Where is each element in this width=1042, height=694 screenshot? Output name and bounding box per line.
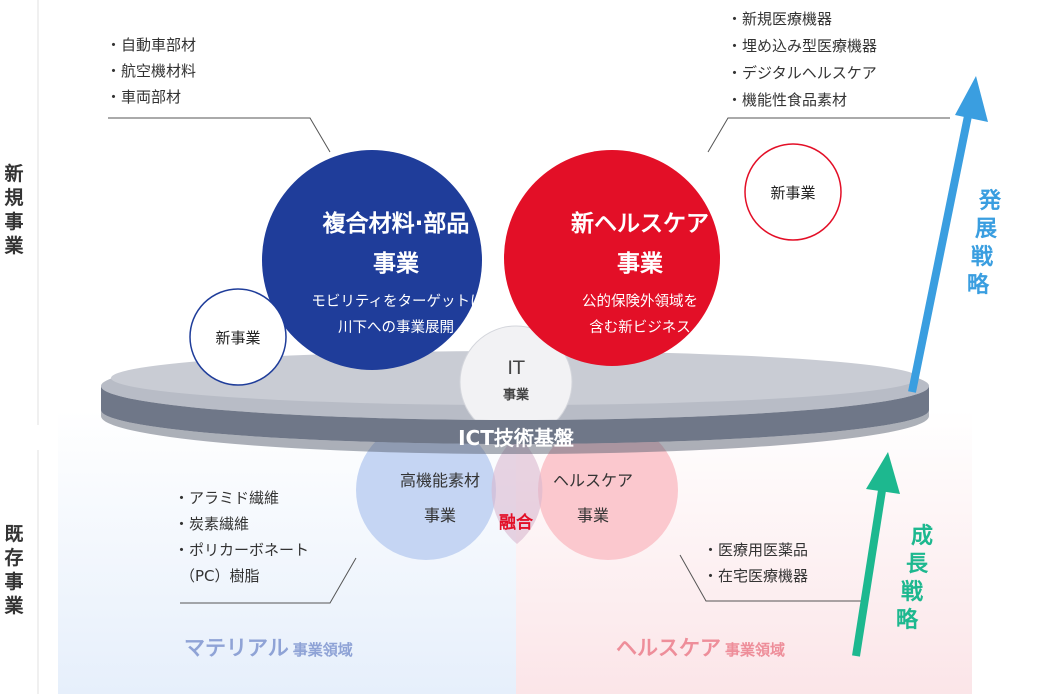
healthcare-existing-title-line1: ヘルスケア [553, 471, 633, 490]
composites-leader-line [108, 117, 331, 153]
materials-existing-title-line1: 高機能素材 [400, 471, 480, 490]
composites-title-line2: 事業 [373, 250, 420, 277]
growth-strategy-char: 長 [906, 552, 929, 577]
side-label-existing-business: 既 存 事 業 [3, 523, 24, 617]
ict-ring-front [101, 386, 929, 444]
material-domain-sub: 事業領域 [293, 641, 353, 659]
fusion-label: 融合 [499, 512, 534, 533]
development-strategy-char: 戦 [971, 245, 994, 270]
list-item: ・アラミド繊維 [174, 489, 279, 507]
growth-strategy-char: 略 [896, 607, 919, 633]
materials-existing-bullet-list: ・アラミド繊維 ・炭素繊維 ・ポリカーボネート （PC）樹脂 [174, 489, 309, 585]
list-item: ・デジタルヘルスケア [727, 64, 877, 82]
side-label-new-char: 新 [4, 162, 23, 185]
development-strategy-char: 展 [975, 217, 997, 242]
healthcare-new-desc-line1: 公的保険外領域を [582, 293, 698, 310]
healthcare-new-desc-line2: 含む新ビジネス [589, 319, 691, 336]
list-item: ・自動車部材 [106, 36, 196, 54]
new-business-label-left: 新事業 [215, 329, 260, 347]
side-label-new-char: 業 [3, 234, 24, 257]
material-existing-circle [356, 420, 496, 560]
development-strategy-char: 発 [978, 189, 1002, 214]
list-item: ・機能性食品素材 [727, 91, 847, 109]
list-item: ・新規医療機器 [727, 10, 832, 28]
healthcare-new-title-line1: 新ヘルスケア [571, 210, 709, 237]
list-item: ・埋め込み型医療機器 [727, 37, 877, 55]
new-business-label-right: 新事業 [770, 184, 815, 202]
new-business-circle-right [744, 143, 842, 241]
existing-overlap [491, 436, 543, 544]
development-strategy-arrow-head [955, 76, 988, 122]
ict-base-label: ICT技術基盤 [458, 426, 575, 450]
composites-bullet-list: ・自動車部材 ・航空機材料 ・車両部材 [106, 36, 196, 106]
list-item: ・ポリカーボネート [174, 541, 309, 559]
growth-strategy-char: 成 [911, 524, 933, 549]
development-strategy-char: 略 [967, 272, 990, 298]
new-business-circle-left [189, 288, 287, 386]
healthcare-new-title-line2: 事業 [617, 250, 664, 277]
healthcare-existing-bullet-list: ・医療用医薬品 ・在宅医療機器 [703, 541, 808, 585]
composites-title-line1: 複合材料·部品 [323, 210, 470, 237]
side-label-new-business: 新 規 事 業 [3, 162, 24, 257]
side-label-existing-char: 事 [4, 570, 23, 593]
list-item: ・医療用医薬品 [703, 541, 808, 559]
it-label-line2: 事業 [503, 387, 530, 403]
list-item: ・車両部材 [106, 88, 181, 106]
healthcare-domain-sub: 事業領域 [725, 641, 785, 659]
composites-desc-line2: 川下への事業展開 [338, 319, 454, 336]
healthcare-new-bullet-list: ・新規医療機器 ・埋め込み型医療機器 ・デジタルヘルスケア ・機能性食品素材 [727, 10, 877, 109]
growth-strategy-char: 戦 [901, 580, 924, 605]
healthcare-new-business-circle [504, 150, 720, 366]
list-item: ・航空機材料 [106, 62, 196, 80]
healthcare-existing-circle [538, 420, 678, 560]
healthcare-domain-main: ヘルスケア [616, 636, 721, 660]
materials-existing-title-line2: 事業 [424, 506, 456, 525]
composites-business-circle [262, 150, 482, 370]
list-item: （PC）樹脂 [180, 567, 260, 585]
healthcare-existing-title-line2: 事業 [577, 506, 609, 525]
materials-existing-leader-line [180, 557, 357, 604]
healthcare-domain-label: ヘルスケア事業領域 [616, 636, 785, 660]
growth-strategy-label: 成 長 戦 略 [896, 524, 933, 633]
development-strategy-label: 発 展 戦 略 [967, 189, 1002, 298]
list-item: ・在宅医療機器 [703, 567, 808, 585]
list-item: ・炭素繊維 [174, 515, 249, 533]
growth-strategy-arrow-head [866, 452, 900, 494]
healthcare-new-leader-line [707, 117, 950, 153]
side-label-existing-char: 業 [3, 594, 24, 617]
side-label-existing-char: 既 [4, 523, 23, 545]
side-label-existing-char: 存 [4, 546, 23, 569]
composites-desc-line1: モビリティをターゲットに [311, 293, 484, 310]
development-strategy-arrow-shaft [908, 105, 974, 393]
material-domain-main: マテリアル [184, 636, 289, 660]
material-domain-label: マテリアル事業領域 [184, 636, 353, 660]
growth-strategy-arrow-shaft [852, 483, 887, 657]
healthcare-existing-leader-line [679, 554, 862, 602]
side-label-new-char: 事 [4, 210, 23, 233]
ict-ring-front-shade [101, 410, 929, 454]
side-label-new-char: 規 [4, 187, 23, 209]
it-label-line1: IT [507, 357, 525, 379]
